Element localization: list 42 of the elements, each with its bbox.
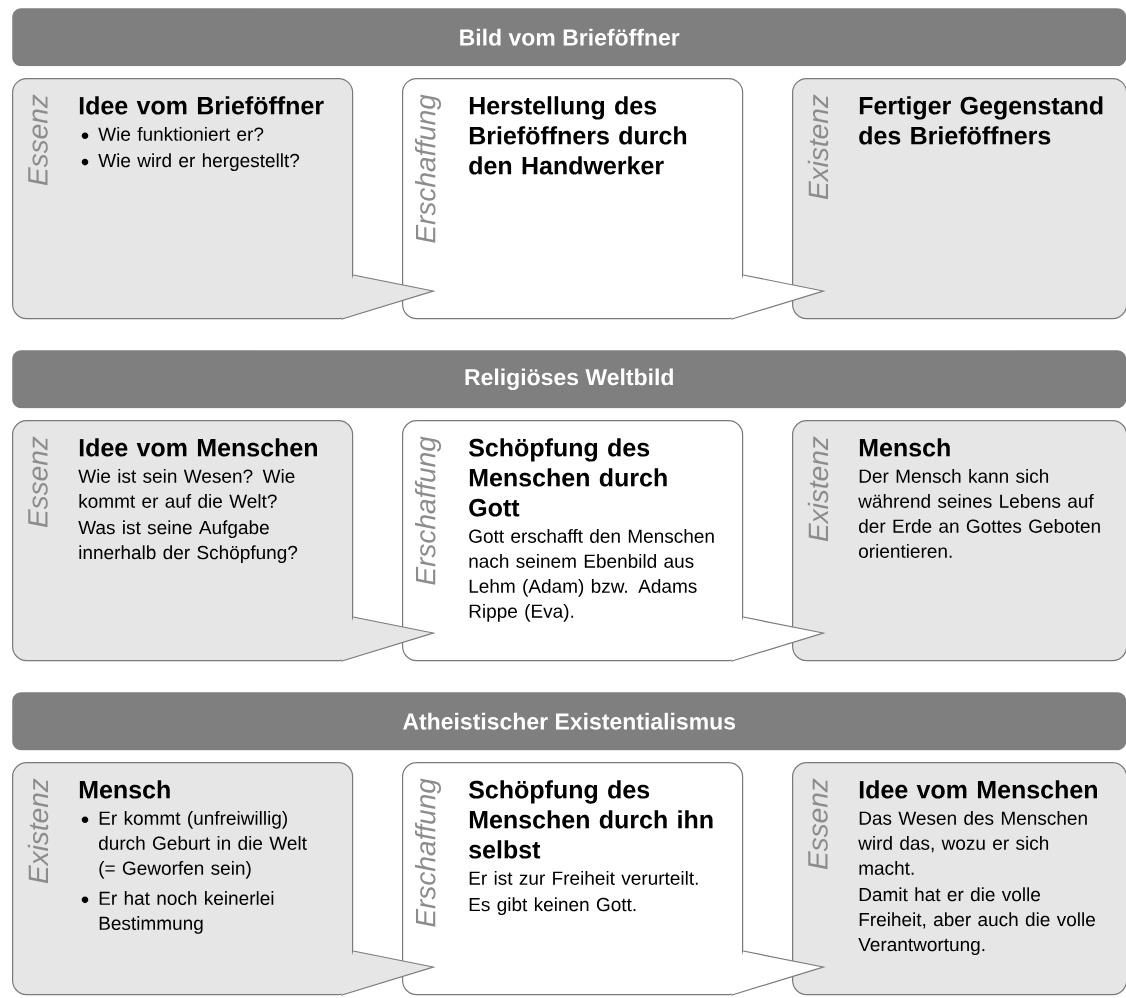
bubble-text: Das Wesen des Menschen wird das, wozu er sich macht. bbox=[858, 810, 1087, 875]
section-header: Bild vom Brieföffner bbox=[12, 8, 1126, 67]
vertical-label: Existenz bbox=[27, 778, 49, 884]
bubble-text: Es gibt keinen Gott. bbox=[469, 897, 636, 916]
bubble-text: Er hat noch keinerlei Bestimmung bbox=[99, 891, 274, 934]
section-header: Atheistischer Existentialismus bbox=[12, 692, 1126, 751]
bubble-heading: Fertiger Gegenstand des Brieföffners bbox=[859, 96, 1103, 145]
bubble-text: Wie funktioniert er? bbox=[98, 126, 264, 141]
speech-bubble bbox=[402, 762, 744, 996]
vertical-label: Existenz bbox=[807, 94, 829, 200]
bubble-text: Wie ist sein Wesen? Wie kommt er auf die Welt? bbox=[78, 468, 295, 508]
section-header: Religiöses Weltbild bbox=[12, 350, 1126, 409]
bubble-text: Er kommt (unfreiwillig) durch Geburt in die Welt (= Geworfen sein) bbox=[99, 810, 307, 879]
bubble-heading: Herstellung des Brieföffners durch den Handwerker bbox=[469, 96, 687, 175]
speech-bubble bbox=[792, 762, 1126, 996]
vertical-label: Existenz bbox=[807, 436, 829, 542]
speech-bubble bbox=[402, 420, 744, 662]
speech-bubble bbox=[12, 420, 354, 662]
bubble-heading: Idee vom Menschen bbox=[79, 438, 317, 457]
bubble-text: Was ist seine Aufgabe innerhalb der Schöpfung? bbox=[78, 520, 298, 563]
bubble-text: Der Mensch kann sich während seines Lebens auf der Erde an Gottes Geboten orientieren. bbox=[858, 468, 1100, 558]
bubble-text: Gott erschafft den Menschen nach seinem Ebenbild aus Lehm (Adam) bzw. Adams Rippe (Eva). bbox=[469, 528, 714, 622]
speech-bubble bbox=[12, 762, 354, 996]
bubble-heading: Idee vom Menschen bbox=[859, 780, 1097, 799]
vertical-label: Erschaffung bbox=[414, 436, 442, 585]
vertical-label: Essenz bbox=[808, 778, 828, 870]
bubble-text: Damit hat er die volle Freiheit, aber auch die volle Verantwortung. bbox=[858, 887, 1095, 956]
bubble-heading: Mensch bbox=[79, 780, 170, 799]
vertical-label: Essenz bbox=[28, 94, 48, 186]
bubble-heading: Schöpfung des Menschen durch ihn selbst bbox=[468, 780, 713, 859]
speech-bubble bbox=[12, 78, 354, 320]
speech-bubble bbox=[792, 78, 1126, 320]
vertical-label: Erschaffung bbox=[414, 778, 442, 927]
bubble-heading: Mensch bbox=[859, 438, 950, 457]
vertical-label: Essenz bbox=[28, 436, 48, 528]
vertical-label: Erschaffung bbox=[414, 94, 442, 243]
bubble-heading: Schöpfung des Menschen durch Gott bbox=[468, 438, 667, 517]
bubble-text: Wie wird er hergestellt? bbox=[98, 153, 300, 171]
speech-bubble bbox=[792, 420, 1126, 662]
bubble-text: Er ist zur Freiheit verurteilt. bbox=[469, 870, 698, 885]
bubble-heading: Idee vom Brieföffner bbox=[79, 96, 324, 115]
speech-bubble bbox=[402, 78, 744, 320]
